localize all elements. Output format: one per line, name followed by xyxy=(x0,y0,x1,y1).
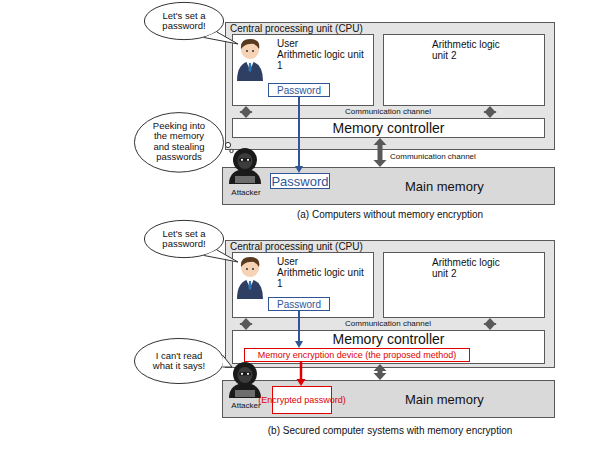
box-text: Password xyxy=(273,85,325,96)
box-text: Peeking into the memory and stealing pas… xyxy=(145,121,213,163)
arrow-head xyxy=(240,106,253,113)
box-text: Memory controller xyxy=(328,331,448,347)
arrow-shaft xyxy=(378,145,383,161)
attacker-label: Attacker xyxy=(224,188,268,198)
bubble-tail xyxy=(223,355,233,367)
channel-arrow xyxy=(484,106,497,118)
arrow-head xyxy=(374,364,387,371)
box-text: Memory encryption device (the proposed m… xyxy=(254,350,461,360)
user-figure xyxy=(237,39,263,81)
controller-box: Memory controller xyxy=(232,118,545,138)
arrow-head xyxy=(374,160,387,167)
box-text: Password xyxy=(273,299,325,310)
arrow-shaft xyxy=(300,362,303,380)
box-text: Arithmetic logic unit 1 xyxy=(273,49,369,71)
alu-box: Arithmetic logic unit 2 xyxy=(383,252,545,318)
box-text: Password xyxy=(271,174,328,189)
controller-box: Memory controllerMemory encryption devic… xyxy=(232,330,545,364)
password-box: Password xyxy=(268,83,330,97)
box-text: I can't read what it says! xyxy=(145,351,213,372)
thought-dot xyxy=(230,149,233,152)
channel-arrow xyxy=(374,364,387,380)
speech-bubble: I can't read what it says! xyxy=(134,338,224,384)
channel-label: Communication channel xyxy=(390,152,500,162)
data-flow-arrow xyxy=(295,311,303,348)
figure-caption: (b) Secured computer systems with memory… xyxy=(190,425,590,437)
encrypted-box: (Encrypted password) xyxy=(272,386,332,414)
arrow-head xyxy=(297,379,306,386)
attacker-label: Attacker xyxy=(224,401,268,411)
data-flow-arrow xyxy=(295,97,303,173)
box-text: Let's set a password! xyxy=(154,11,215,32)
box-text: Arithmetic logic unit 2 xyxy=(428,257,504,279)
channel-arrow xyxy=(240,318,253,330)
box-text: Central processing unit (CPU) xyxy=(226,23,554,34)
channel-arrow xyxy=(484,318,497,330)
arrow-head xyxy=(374,373,387,380)
box-text: Let's set a password! xyxy=(154,229,215,250)
password-box: Password xyxy=(270,173,330,189)
user-figure xyxy=(237,257,263,299)
box-text: (Encrypted password) xyxy=(258,395,346,405)
box-text: Main memory xyxy=(405,392,554,407)
cpu-box: Central processing unit (CPU)UserArithme… xyxy=(225,240,555,368)
password-box: Password xyxy=(268,297,330,311)
arrow-shaft xyxy=(298,311,300,342)
box-text: Central processing unit (CPU) xyxy=(226,241,554,252)
memory-box: Main memory (Encrypted password) xyxy=(222,380,555,418)
thought-bubble: Peeking into the memory and stealing pas… xyxy=(134,112,224,173)
arrow-head xyxy=(295,341,303,348)
data-flow-arrow xyxy=(297,362,306,386)
user-label: User xyxy=(273,38,369,49)
channel-label: Communication channel xyxy=(330,319,446,329)
arrow-shaft xyxy=(298,97,300,167)
channel-label: Communication channel xyxy=(330,107,446,117)
arrow-head xyxy=(295,166,303,173)
box-text: Main memory xyxy=(405,179,554,194)
bubble-tail xyxy=(204,32,238,44)
box-text: Arithmetic logic unit 1 xyxy=(273,267,369,289)
arrow-head xyxy=(374,138,387,145)
box-text: Memory controller xyxy=(328,120,448,136)
channel-arrow xyxy=(374,138,387,167)
alu-box: Arithmetic logic unit 2 xyxy=(383,34,545,106)
arrow-head xyxy=(484,106,497,113)
arrow-head xyxy=(484,318,497,325)
thought-dot xyxy=(225,142,230,147)
box-text: Arithmetic logic unit 2 xyxy=(428,39,504,61)
arrow-head xyxy=(240,318,253,325)
attacker-figure xyxy=(229,362,261,398)
encryption-box: Memory encryption device (the proposed m… xyxy=(244,348,470,362)
bubble-tail xyxy=(204,250,238,262)
memory-box: Main memory Password xyxy=(222,167,555,205)
attacker-figure xyxy=(229,148,261,184)
user-label: User xyxy=(273,256,369,267)
cpu-box: Central processing unit (CPU)UserArithme… xyxy=(225,22,555,150)
channel-arrow xyxy=(240,106,253,118)
figure-caption: (a) Computers without memory encryption xyxy=(225,209,555,221)
